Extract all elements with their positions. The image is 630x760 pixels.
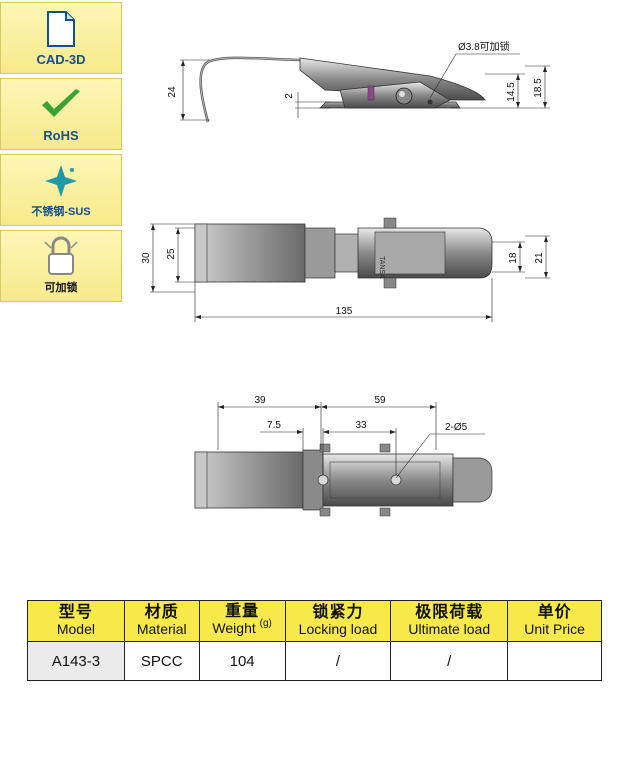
padlock-icon: [1, 236, 121, 277]
cell-model: A143-3: [27, 641, 125, 681]
table-row: A143-3 SPCC 104 / /: [27, 641, 602, 681]
cell-ultimate-load: /: [390, 641, 509, 681]
cell-weight: 104: [198, 641, 286, 681]
dim-39: 39: [254, 395, 266, 406]
top-view: TANSA 30 25 135 18 21: [141, 217, 550, 322]
dim-59: 59: [374, 395, 386, 406]
dim-offset: 2: [284, 93, 295, 99]
badge-lockable: 可加锁: [0, 230, 122, 302]
side-view: 24 2 14.5 18.5 Ø3.8可加锁: [167, 40, 550, 123]
dim-7-5: 7.5: [267, 420, 281, 431]
cell-material: SPCC: [123, 641, 200, 681]
checkmark-icon: [1, 85, 121, 125]
bottom-view: 39 59 7.5 33 2-Ø5: [194, 395, 493, 517]
dim-33: 33: [355, 420, 367, 431]
badge-label: RoHS: [43, 128, 79, 143]
technical-drawing: 24 2 14.5 18.5 Ø3.8可加锁 TANSA: [141, 40, 550, 517]
dim-30: 30: [141, 252, 152, 264]
badge-stainless: 不锈钢-SUS: [0, 154, 122, 226]
cell-unit-price: [507, 641, 602, 681]
dim-135: 135: [336, 306, 353, 317]
dim-18: 18: [508, 252, 519, 264]
dim-height-total: 24: [167, 86, 178, 98]
document-icon: [1, 9, 121, 49]
badge-rohs: RoHS: [0, 78, 122, 150]
badge-label: 不锈钢-SUS: [31, 206, 91, 218]
dim-14-5: 14.5: [506, 82, 517, 102]
dim-21: 21: [534, 252, 545, 264]
cell-locking-load: /: [284, 641, 392, 681]
badge-cad-3d: CAD-3D: [0, 2, 122, 74]
dim-hole-note: Ø3.8可加锁: [458, 40, 510, 53]
stamp-tansa: TANSA: [378, 256, 385, 279]
dim-18-5: 18.5: [533, 78, 544, 98]
dim-25: 25: [166, 248, 177, 260]
sparkle-icon: [1, 161, 121, 201]
badge-label: 可加锁: [44, 282, 78, 294]
dim-holes: 2-Ø5: [445, 422, 468, 433]
badge-label: CAD-3D: [36, 52, 86, 67]
